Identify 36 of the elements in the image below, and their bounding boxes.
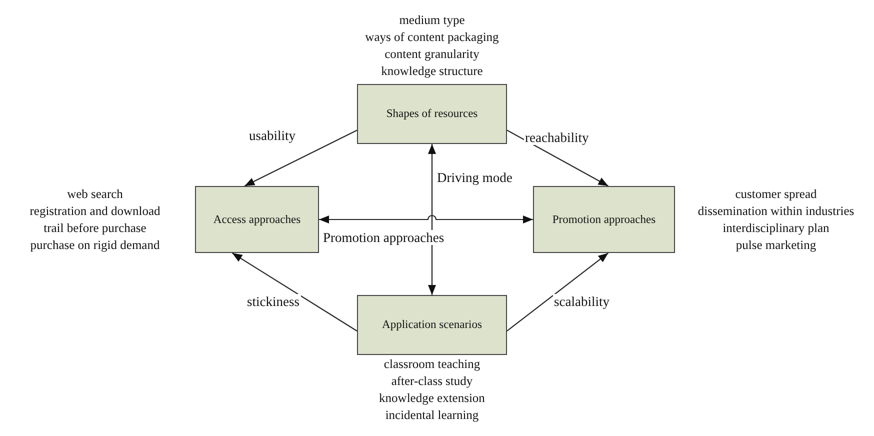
process-box <box>533 186 675 253</box>
annotation-text: registration and download <box>28 202 162 220</box>
edge-label: usability <box>248 128 296 143</box>
process-box <box>195 186 319 253</box>
annotation-text: classroom teaching <box>382 356 482 373</box>
edge-label: Promotion approaches <box>322 230 446 245</box>
annotation-text: purchase on rigid demand <box>29 236 161 254</box>
edge-label: reachability <box>524 130 590 145</box>
process-box <box>357 84 507 144</box>
arrow <box>428 144 436 295</box>
box-label: Promotion approaches <box>552 214 656 226</box>
arrow <box>319 214 533 224</box>
annotation-text: interdisciplinary plan <box>722 220 830 236</box>
annotation-text: dissemination within industries <box>696 202 856 220</box>
edge-label: Driving mode <box>436 170 514 185</box>
edge-label: scalability <box>553 294 610 309</box>
annotation-text: pulse marketing <box>734 236 818 254</box>
annotation-text: trail before purchase <box>42 220 148 236</box>
box-label: Application scenarios <box>382 319 482 331</box>
annotation-text: knowledge extension <box>378 390 486 407</box>
annotation-text: customer spread <box>734 186 818 202</box>
annotation-text: web search <box>66 186 124 202</box>
process-box <box>357 295 507 355</box>
box-label: Access approaches <box>213 214 301 226</box>
arrow <box>244 130 358 186</box>
annotation-text: content granularity <box>384 46 480 63</box>
edge-label: stickiness <box>246 294 300 309</box>
arrow <box>506 130 609 186</box>
annotation-text: knowledge structure <box>380 63 484 80</box>
annotation-text: incidental learning <box>384 407 480 424</box>
annotation-text: after-class study <box>390 373 474 390</box>
arrow <box>232 252 358 332</box>
annotation-text: ways of content packaging <box>364 29 500 46</box>
arrow <box>506 252 609 332</box>
box-label: Shapes of resources <box>386 108 478 120</box>
annotation-text: medium type <box>398 12 466 29</box>
